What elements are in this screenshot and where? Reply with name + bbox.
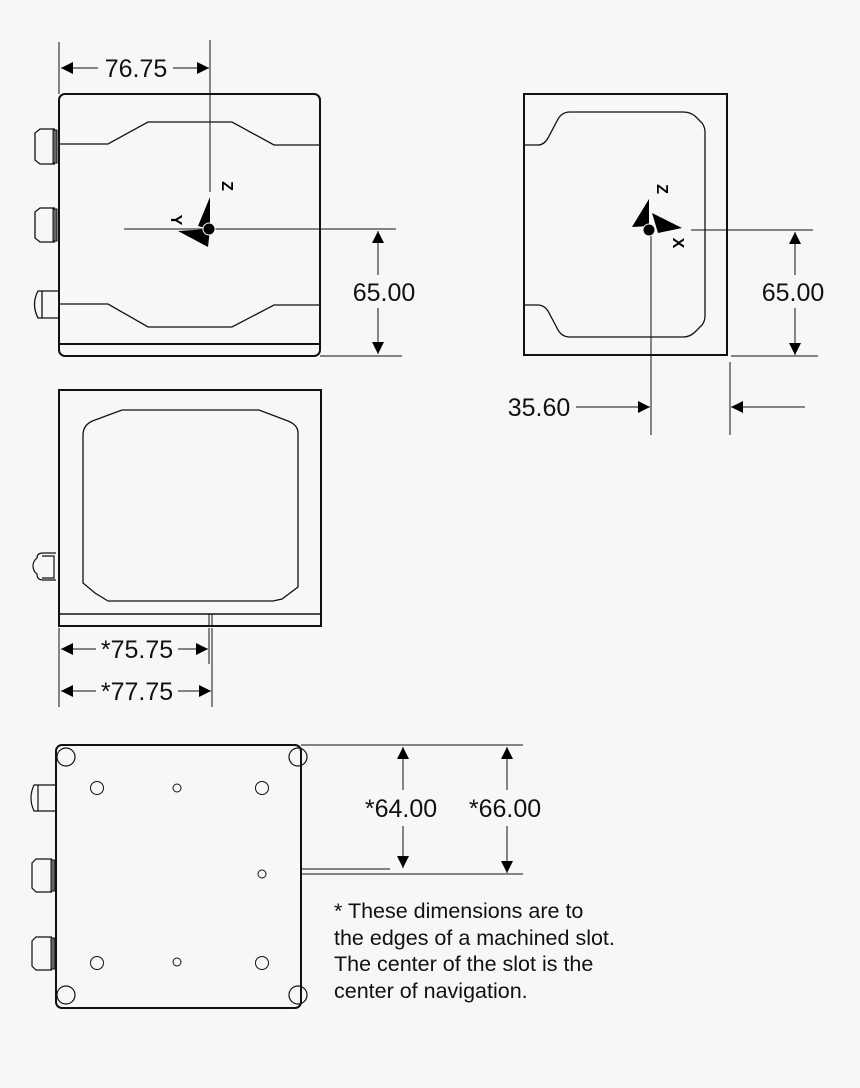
dimension-label: 65.00 <box>353 279 416 307</box>
dimension-35-60: 35.60 <box>508 394 805 422</box>
connector-icon <box>31 858 56 893</box>
dimension-label: *77.75 <box>101 678 173 706</box>
footnote-line: the edges of a machined slot. <box>334 925 615 950</box>
dimension-label: *66.00 <box>469 795 541 823</box>
dimension-76-75: 76.75 <box>61 55 209 83</box>
connector-icon <box>34 128 58 165</box>
connector-icon <box>34 207 58 243</box>
y-axis-label: Y <box>167 215 184 226</box>
dimension-label: *64.00 <box>365 795 437 823</box>
front-view <box>33 40 321 357</box>
dimension-75-75: *75.75 <box>58 628 213 707</box>
dimension-66-00: *66.00 <box>469 747 541 873</box>
dimension-label: 76.75 <box>105 55 168 83</box>
footnote-line: center of navigation. <box>334 978 528 1003</box>
connector-icon <box>30 784 56 812</box>
connector-icon <box>32 552 56 581</box>
bottom-view <box>30 744 308 1009</box>
dimension-label: 35.60 <box>508 394 571 422</box>
dimension-label: 65.00 <box>762 279 825 307</box>
dimension-77-75: *77.75 <box>61 678 211 706</box>
dimension-label: *75.75 <box>101 636 173 664</box>
dimension-64-00: *64.00 <box>301 744 523 875</box>
axis-marker-side: Z X <box>632 184 818 435</box>
x-axis-label: X <box>669 238 686 249</box>
connector-icon <box>33 290 59 319</box>
connector-icon <box>31 936 56 971</box>
top-view <box>32 389 322 627</box>
z-axis-label: Z <box>218 181 235 191</box>
footnote-line: * These dimensions are to <box>334 899 584 923</box>
footnote-line: The center of the slot is the <box>334 952 594 976</box>
z-axis-label: Z <box>653 184 670 194</box>
footnote: * These dimensions are to the edges of a… <box>334 898 615 1004</box>
dimension-65-00-front: 65.00 <box>353 231 416 354</box>
axis-marker-front: Z Y <box>124 181 402 357</box>
side-view <box>523 93 728 356</box>
dimension-65-00-side: 65.00 <box>762 232 825 355</box>
